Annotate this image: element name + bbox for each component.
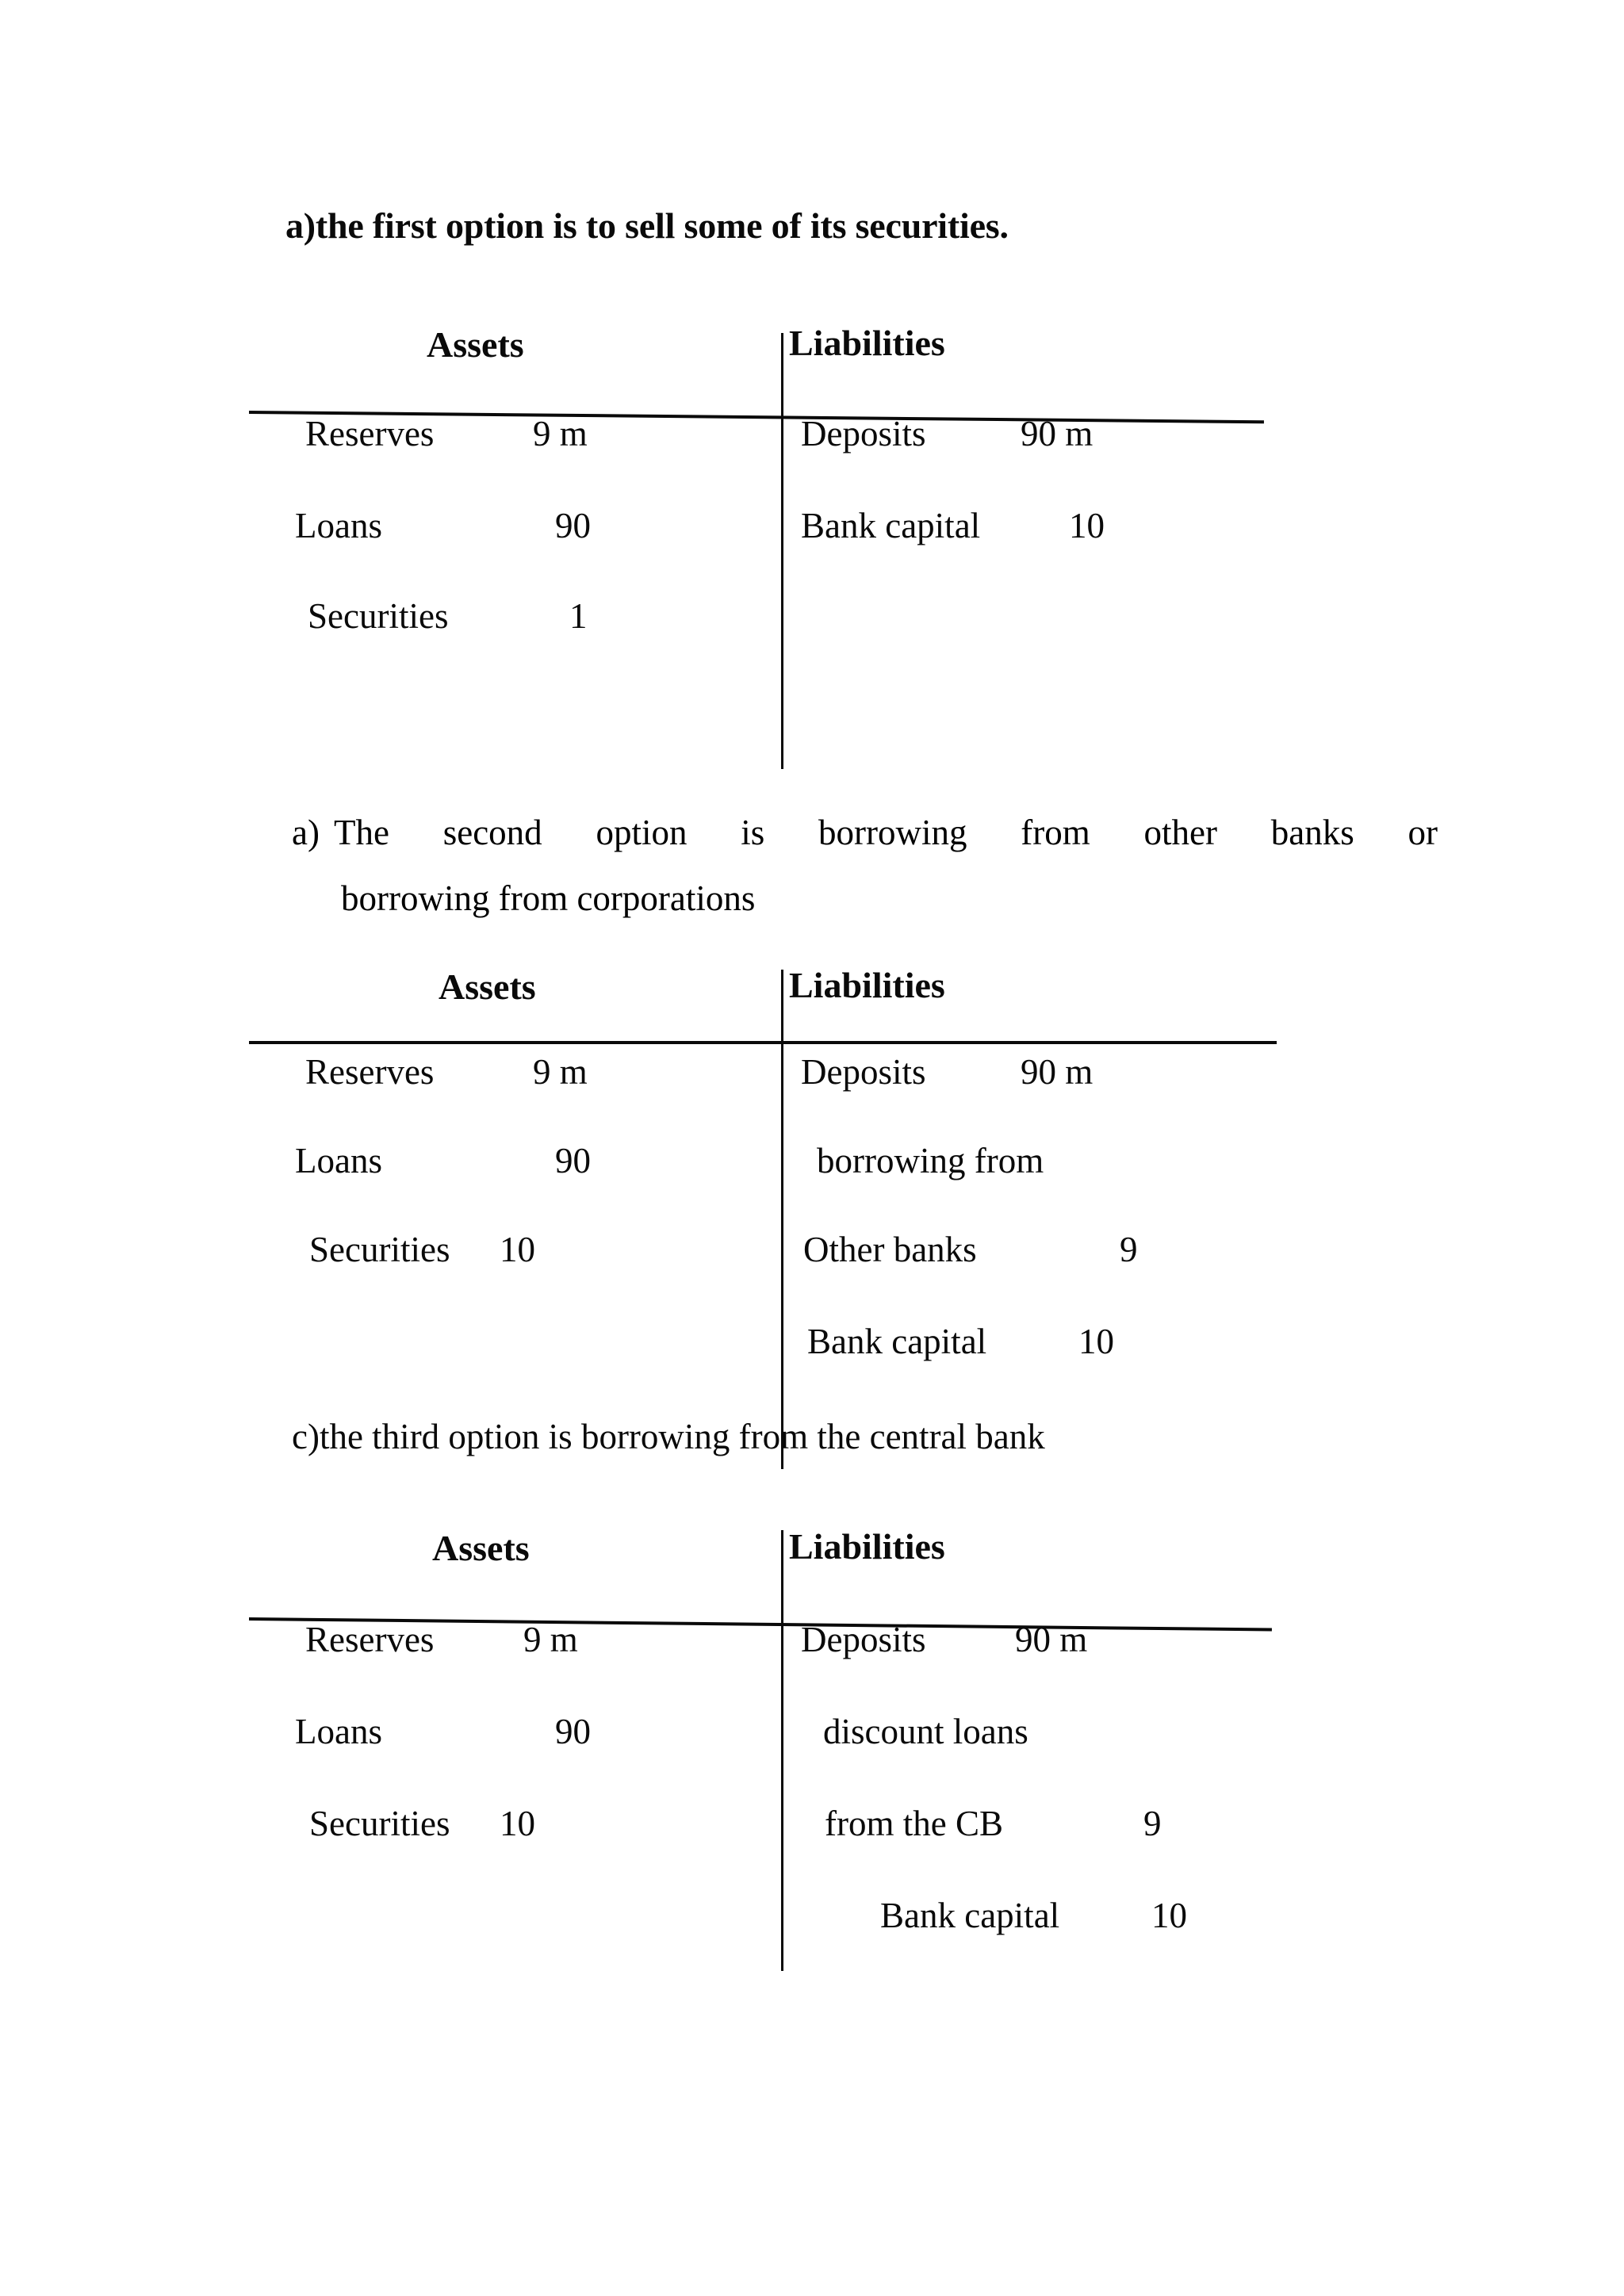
table-1-liability-value-1: 10: [1069, 506, 1105, 545]
section-b-word-6: other: [1143, 813, 1217, 852]
table-3-liabilities-header: Liabilities: [789, 1526, 945, 1567]
table-3-asset-label-1: Loans: [295, 1712, 382, 1751]
table-2-asset-label-1: Loans: [295, 1141, 382, 1181]
section-c-heading: c)the third option is borrowing from the…: [292, 1417, 1045, 1456]
table-3-asset-value-2: 10: [500, 1804, 535, 1843]
table-1-asset-value-1: 90: [555, 506, 591, 545]
table-3-liability-label-0: Deposits: [801, 1620, 926, 1659]
section-b-word-3: is: [741, 813, 765, 852]
table-2-liabilities-header: Liabilities: [789, 965, 945, 1005]
table-2-horizontal-rule: [249, 1041, 1277, 1044]
table-2-asset-label-0: Reserves: [305, 1052, 435, 1092]
table-1-liability-label-1: Bank capital: [801, 506, 981, 545]
table-3-liability-value-0: 90 m: [1015, 1620, 1088, 1659]
table-1-liability-label-0: Deposits: [801, 414, 926, 453]
table-2-liability-label-2: Other banks: [803, 1230, 977, 1269]
section-b-word-5: from: [1021, 813, 1090, 852]
table-1-liability-value-0: 90 m: [1021, 414, 1094, 453]
table-3-liability-label-3: Bank capital: [880, 1896, 1060, 1935]
table-3-asset-value-0: 9 m: [523, 1620, 578, 1659]
table-2-liability-value-0: 90 m: [1021, 1052, 1094, 1092]
section-b-word-8: or: [1408, 813, 1438, 852]
table-2-vertical-divider: [781, 970, 783, 1469]
table-2-assets-header: Assets: [439, 966, 536, 1007]
table-1-asset-label-1: Loans: [295, 506, 382, 545]
table-2-asset-value-0: 9 m: [533, 1052, 588, 1092]
table-2-liability-value-3: 10: [1078, 1322, 1114, 1361]
table-2-asset-label-2: Securities: [309, 1230, 450, 1269]
table-3-liability-value-3: 10: [1151, 1896, 1187, 1935]
section-a-heading: a)the first option is to sell some of it…: [285, 205, 1009, 246]
table-1-asset-value-2: 1: [569, 596, 588, 636]
section-b-word-2: option: [596, 813, 688, 852]
table-1-asset-value-0: 9 m: [533, 414, 588, 453]
table-3-assets-header: Assets: [432, 1528, 530, 1568]
table-3-asset-label-2: Securities: [309, 1804, 450, 1843]
section-b-marker: a): [292, 813, 320, 852]
table-2-liability-label-1: borrowing from: [817, 1141, 1044, 1181]
section-b-word-1: second: [442, 813, 542, 852]
table-2-liability-label-0: Deposits: [801, 1052, 926, 1092]
table-3-asset-value-1: 90: [555, 1712, 591, 1751]
table-3-liability-value-2: 9: [1143, 1804, 1162, 1843]
table-3-vertical-divider: [781, 1530, 783, 1971]
table-2-liability-label-3: Bank capital: [807, 1322, 987, 1361]
table-1-vertical-divider: [781, 333, 783, 769]
section-b-word-0: The: [333, 813, 389, 852]
table-1-assets-header: Assets: [427, 324, 524, 365]
table-1-liabilities-header: Liabilities: [789, 323, 945, 363]
section-b-word-4: borrowing: [818, 813, 967, 852]
section-b-word-7: banks: [1270, 813, 1354, 852]
table-3-liability-label-2: from the CB: [825, 1804, 1003, 1843]
table-2-liability-value-2: 9: [1120, 1230, 1138, 1269]
section-b-heading: a) The second option is borrowing from o…: [292, 815, 1438, 916]
table-2-asset-value-2: 10: [500, 1230, 535, 1269]
section-b-heading-line2: borrowing from corporations: [341, 878, 756, 918]
table-3-asset-label-0: Reserves: [305, 1620, 435, 1659]
table-2-asset-value-1: 90: [555, 1141, 591, 1181]
table-1-asset-label-2: Securities: [308, 596, 449, 636]
table-1-asset-label-0: Reserves: [305, 414, 435, 453]
table-3-liability-label-1: discount loans: [823, 1712, 1028, 1751]
